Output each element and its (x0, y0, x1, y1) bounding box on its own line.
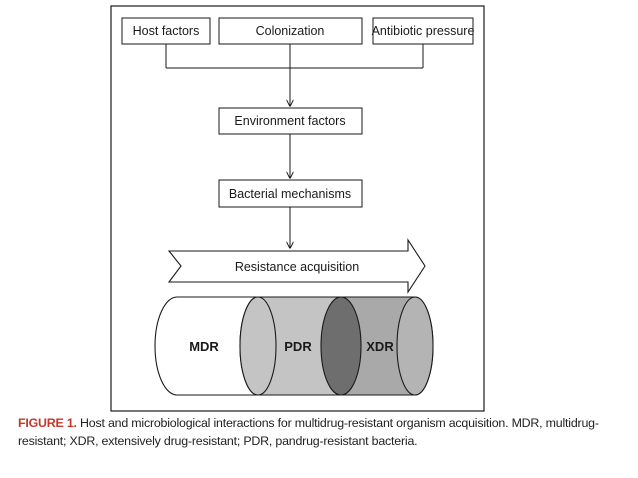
overlap-ellipse (320, 296, 362, 396)
mdr-pdr-boundary (239, 296, 277, 396)
mdr-segment (154, 296, 259, 396)
antibiotic-pressure-label: Antibiotic pressure (372, 24, 475, 38)
environment-factors-box: Environment factors (218, 107, 363, 135)
colonization-box: Colonization (218, 17, 363, 45)
xdr-label: XDR (366, 339, 394, 354)
environment-factors-label: Environment factors (234, 114, 345, 128)
resistance-acquisition-label: Resistance acquisition (235, 260, 359, 274)
host-factors-label: Host factors (133, 24, 200, 38)
resistance-cylinder (154, 296, 434, 396)
figure-caption: FIGURE 1. Host and microbiological inter… (18, 414, 618, 450)
pdr-label: PDR (284, 339, 312, 354)
cylinder-end-cap (396, 296, 434, 396)
bacterial-mechanisms-box: Bacterial mechanisms (218, 179, 363, 208)
bacterial-mechanisms-label: Bacterial mechanisms (229, 187, 351, 201)
mdr-label: MDR (189, 339, 219, 354)
host-factors-box: Host factors (121, 17, 211, 45)
colonization-label: Colonization (256, 24, 325, 38)
antibiotic-pressure-box: Antibiotic pressure (372, 17, 475, 45)
figure-frame (110, 5, 485, 412)
resistance-acquisition-arrow: Resistance acquisition (167, 238, 426, 294)
caption-text: Host and microbiological interactions fo… (18, 416, 599, 448)
figure-label: FIGURE 1. (18, 416, 77, 430)
top-connector (165, 44, 424, 69)
